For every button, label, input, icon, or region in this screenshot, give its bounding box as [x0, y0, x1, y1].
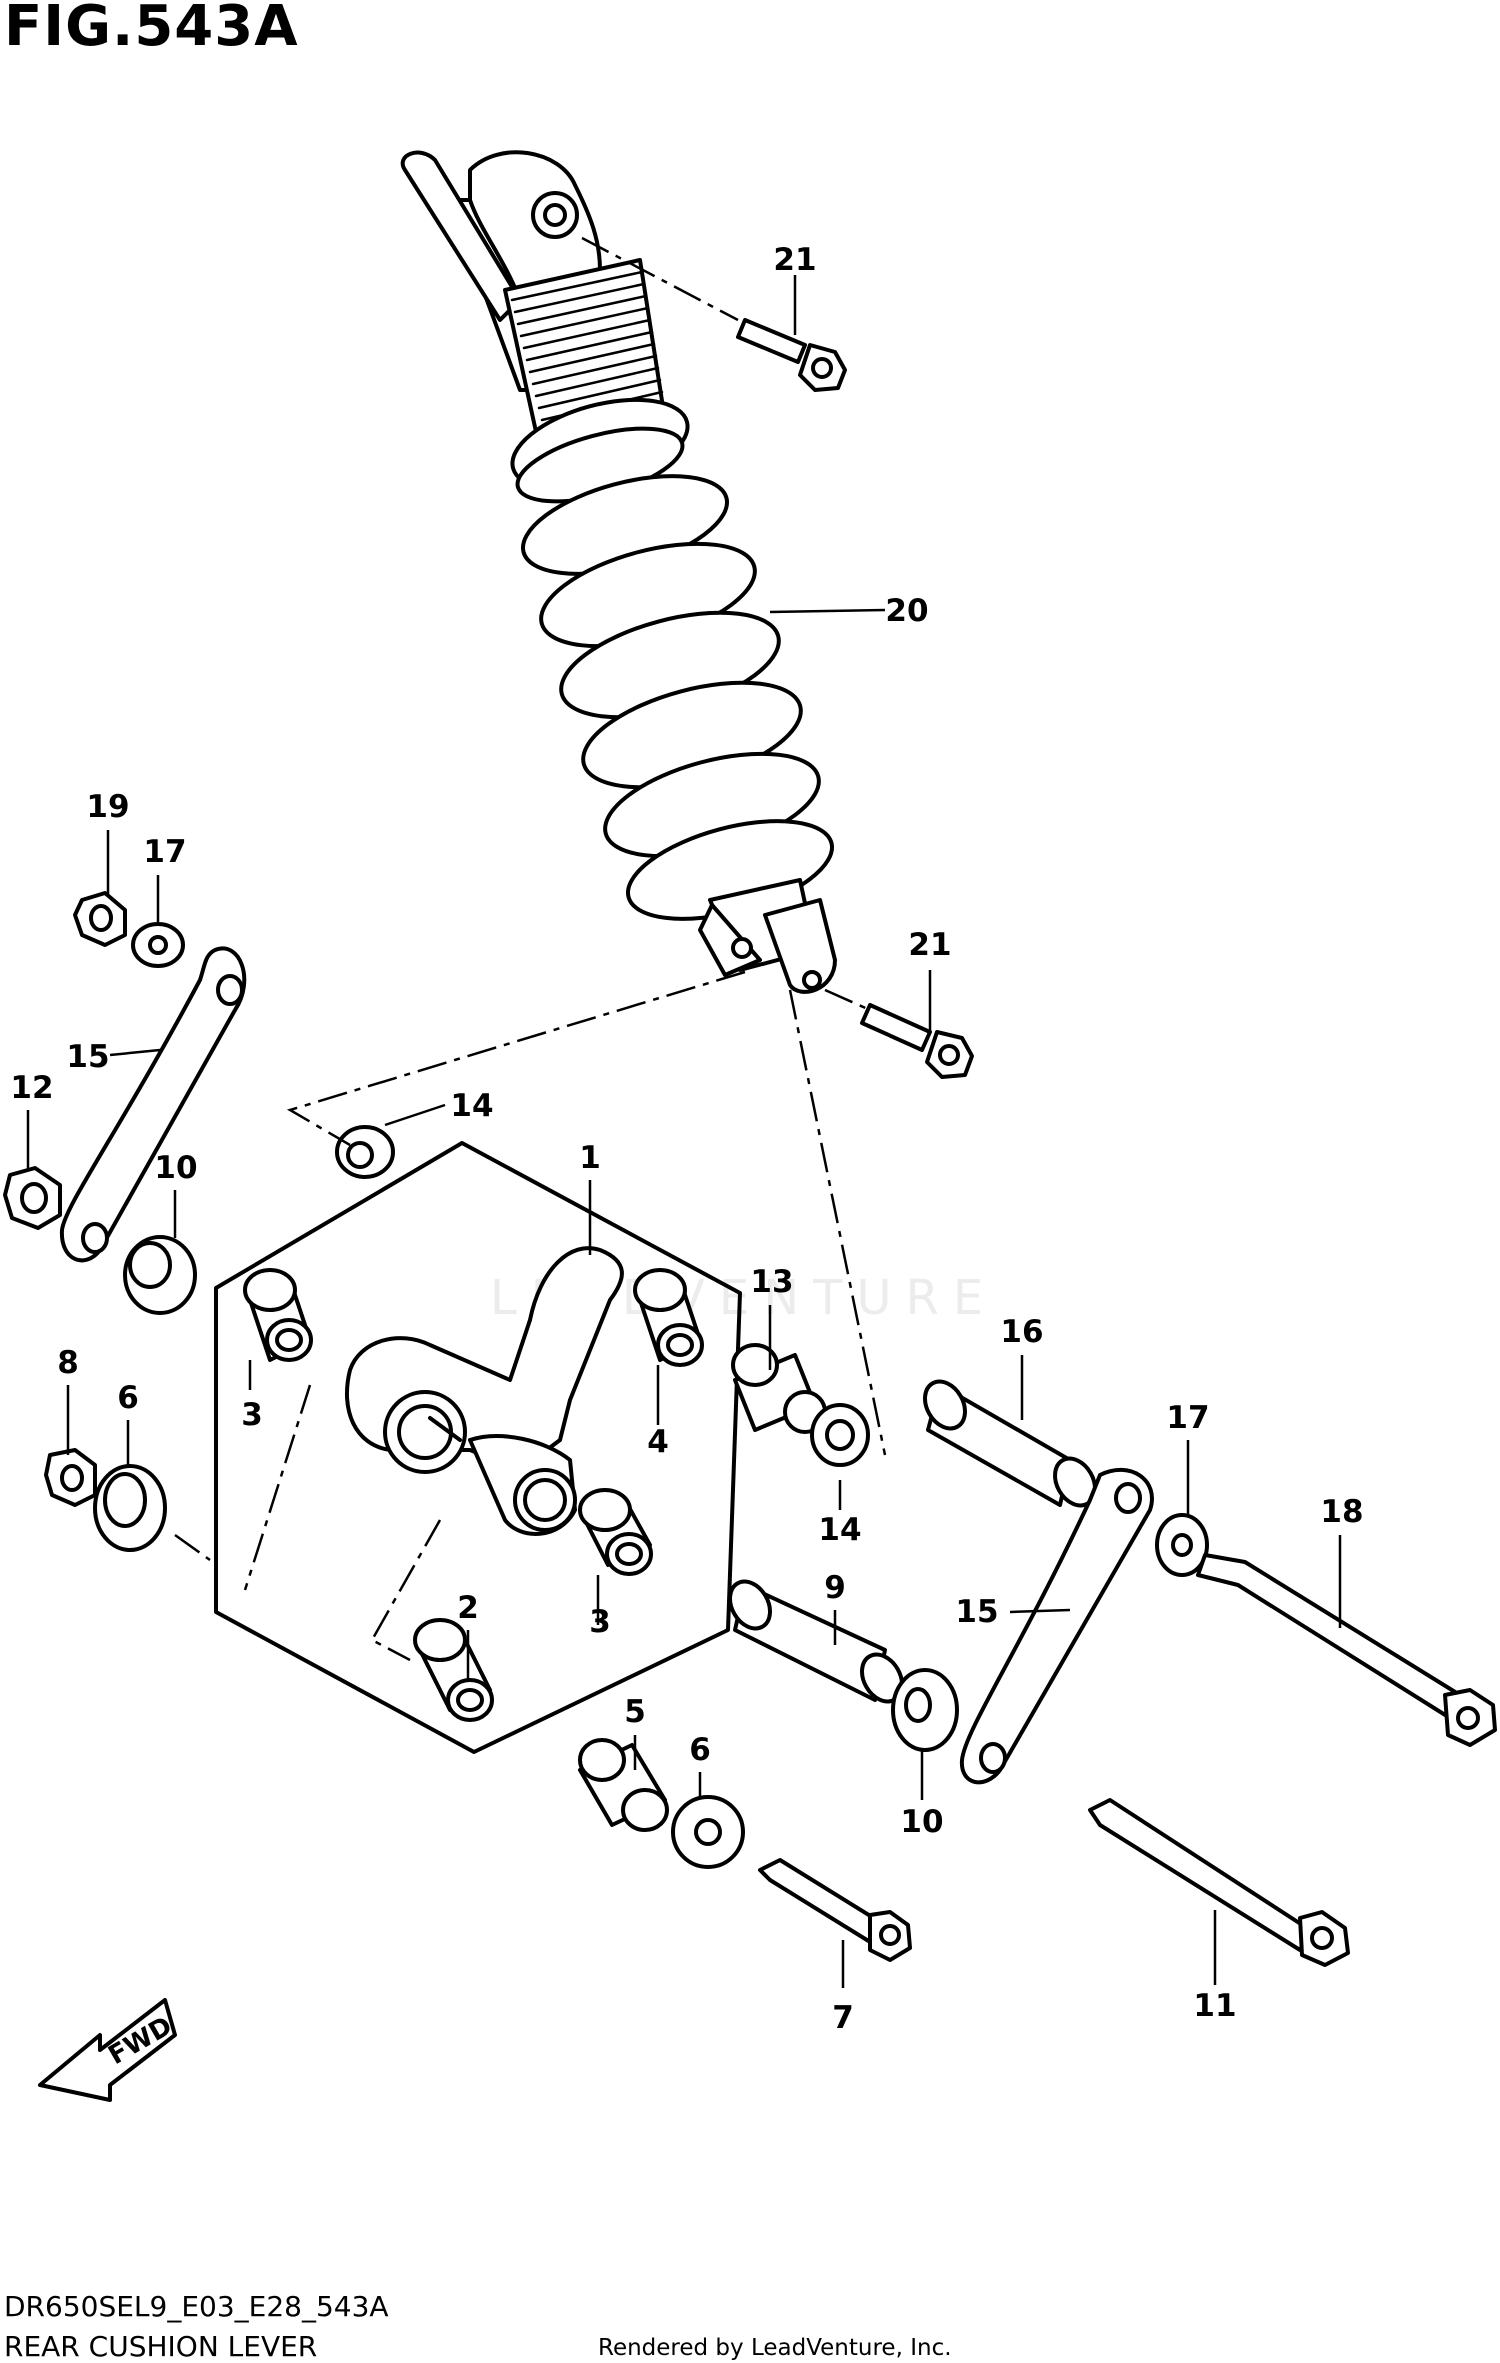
label-21-lower: 21 — [908, 927, 951, 963]
label-6-left: 6 — [117, 1380, 139, 1416]
bolt-18 — [1196, 1553, 1497, 1747]
washer-17-right — [1155, 1513, 1209, 1577]
nut-12 — [3, 1166, 62, 1230]
label-14-lower: 14 — [818, 1512, 861, 1548]
label-19: 19 — [86, 789, 129, 825]
label-17-right: 17 — [1166, 1400, 1209, 1436]
seal-14-upper — [335, 1125, 395, 1179]
label-2: 2 — [457, 1590, 479, 1626]
label-11: 11 — [1193, 1988, 1236, 2024]
washer-17-left — [131, 922, 185, 968]
lever-assembly-outline — [214, 1141, 742, 1754]
label-15-right: 15 — [955, 1594, 998, 1630]
label-21-top: 21 — [773, 242, 816, 278]
seal-10-left — [123, 1235, 197, 1315]
label-16: 16 — [1000, 1314, 1043, 1350]
fwd-arrow-icon: FWD — [38, 1998, 177, 2102]
label-17-left: 17 — [143, 834, 186, 870]
label-10-left: 10 — [154, 1150, 197, 1186]
render-credit: Rendered by LeadVenture, Inc. — [598, 2335, 952, 2361]
label-20: 20 — [885, 593, 928, 629]
label-15-left: 15 — [66, 1039, 109, 1075]
nut-8 — [44, 1448, 97, 1507]
figure-title: FIG.543A — [4, 0, 299, 59]
label-9: 9 — [824, 1570, 846, 1606]
nut-19 — [73, 891, 127, 947]
bushing-3-left — [243, 1268, 313, 1362]
model-code: DR650SEL9_E03_E28_543A — [4, 2290, 389, 2323]
bolt-21-top — [736, 318, 847, 392]
label-12: 12 — [10, 1070, 53, 1106]
label-3-right: 3 — [589, 1604, 611, 1640]
seal-6-left — [93, 1464, 167, 1552]
label-8: 8 — [57, 1345, 79, 1381]
label-7: 7 — [832, 2000, 854, 2036]
label-13: 13 — [750, 1264, 793, 1300]
label-4: 4 — [647, 1424, 669, 1460]
pin-16 — [923, 1379, 1097, 1508]
seal-14-lower — [810, 1403, 870, 1467]
bolt-21-lower — [860, 1003, 974, 1079]
section-title: REAR CUSHION LEVER — [4, 2330, 318, 2363]
label-14-upper: 14 — [450, 1088, 493, 1124]
label-6-right: 6 — [689, 1732, 711, 1768]
bushing-3-right — [578, 1488, 653, 1576]
leader-lines — [26, 275, 1342, 1988]
bolt-11 — [1088, 1798, 1350, 1967]
seal-10-right — [891, 1668, 959, 1752]
bushing-5 — [578, 1738, 669, 1832]
assembly-lines — [174, 236, 887, 1662]
pin-9 — [728, 1579, 904, 1704]
shock-absorber — [400, 150, 837, 994]
label-18: 18 — [1320, 1494, 1363, 1530]
rod-15-left — [59, 946, 247, 1263]
spacer-2 — [413, 1618, 494, 1722]
cushion-lever — [344, 1246, 624, 1536]
label-3-left: 3 — [241, 1397, 263, 1433]
seal-6-right — [671, 1795, 745, 1869]
collar-13 — [731, 1343, 827, 1434]
bushing-4 — [633, 1268, 704, 1367]
label-5: 5 — [624, 1694, 646, 1730]
label-10-right: 10 — [900, 1804, 943, 1840]
rod-15-right — [959, 1468, 1154, 1785]
label-1: 1 — [579, 1140, 601, 1176]
part-labels: 21 20 21 19 17 15 14 12 10 1 13 16 8 6 3… — [10, 242, 1363, 2036]
bolt-7 — [758, 1858, 912, 1962]
